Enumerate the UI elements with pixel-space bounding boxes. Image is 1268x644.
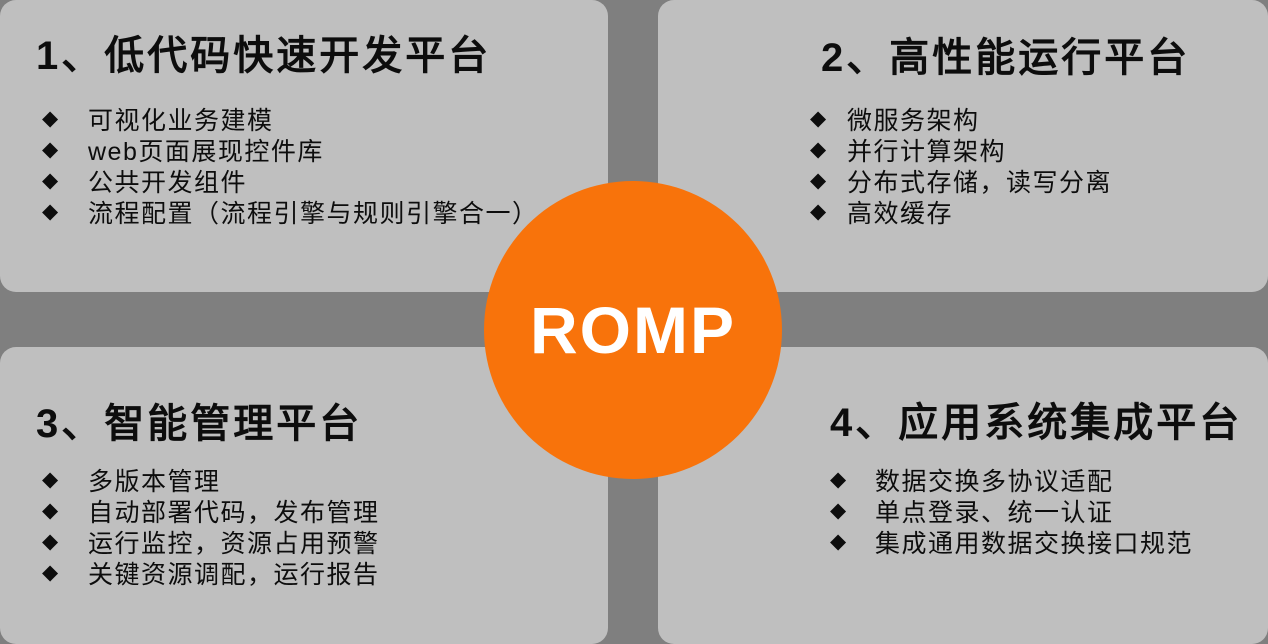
diamond-bullet-icon: ◆	[810, 169, 828, 192]
bullet-label: 微服务架构	[847, 106, 980, 135]
diamond-bullet-icon: ◆	[42, 499, 60, 522]
list-item: ◆ 关键资源调配，运行报告	[42, 557, 380, 589]
list-item: ◆ web页面展现控件库	[42, 134, 539, 166]
panel-title: 4、应用系统集成平台	[830, 401, 1243, 445]
bullet-label: 集成通用数据交换接口规范	[875, 529, 1194, 558]
bullet-label: 数据交换多协议适配	[875, 467, 1114, 496]
bullet-label: 并行计算架构	[847, 137, 1007, 166]
diamond-bullet-icon: ◆	[810, 138, 828, 161]
diamond-bullet-icon: ◆	[42, 107, 60, 130]
bullet-list: ◆ 微服务架构 ◆ 并行计算架构 ◆ 分布式存储，读写分离 ◆ 高效缓存	[810, 103, 1113, 228]
list-item: ◆ 公共开发组件	[42, 165, 539, 197]
bullet-label: 关键资源调配，运行报告	[88, 560, 380, 589]
panel-high-performance-runtime: 2、高性能运行平台 ◆ 微服务架构 ◆ 并行计算架构 ◆ 分布式存储，读写分离 …	[658, 0, 1268, 292]
bullet-label: 多版本管理	[88, 467, 221, 496]
list-item: ◆ 高效缓存	[810, 196, 1112, 228]
list-item: ◆ 可视化业务建模	[42, 103, 539, 135]
diamond-bullet-icon: ◆	[810, 200, 828, 223]
panel-title: 2、高性能运行平台	[821, 36, 1191, 80]
bullet-list: ◆ 可视化业务建模 ◆ web页面展现控件库 ◆ 公共开发组件 ◆ 流程配置（流…	[42, 103, 539, 228]
diamond-bullet-icon: ◆	[830, 468, 848, 491]
bullet-label: 单点登录、统一认证	[875, 498, 1114, 527]
panel-application-integration: 4、应用系统集成平台 ◆ 数据交换多协议适配 ◆ 单点登录、统一认证 ◆ 集成通…	[658, 347, 1268, 644]
diamond-bullet-icon: ◆	[830, 530, 848, 553]
panel-title: 3、智能管理平台	[36, 402, 363, 446]
bullet-list: ◆ 多版本管理 ◆ 自动部署代码，发布管理 ◆ 运行监控，资源占用预警 ◆ 关键…	[42, 464, 380, 589]
diamond-bullet-icon: ◆	[42, 200, 60, 223]
list-item: ◆ 自动部署代码，发布管理	[42, 495, 380, 527]
list-item: ◆ 微服务架构	[810, 103, 1112, 135]
diamond-bullet-icon: ◆	[830, 499, 848, 522]
diamond-bullet-icon: ◆	[42, 138, 60, 161]
bullet-label: 流程配置（流程引擎与规则引擎合一）	[88, 199, 539, 228]
panel-low-code-development: 1、低代码快速开发平台 ◆ 可视化业务建模 ◆ web页面展现控件库 ◆ 公共开…	[0, 0, 608, 292]
bullet-label: 自动部署代码，发布管理	[88, 498, 380, 527]
list-item: ◆ 运行监控，资源占用预警	[42, 526, 380, 558]
diamond-bullet-icon: ◆	[42, 468, 60, 491]
list-item: ◆ 集成通用数据交换接口规范	[830, 526, 1194, 558]
romp-label: ROMP	[530, 293, 736, 367]
diamond-bullet-icon: ◆	[42, 561, 60, 584]
romp-center-badge: ROMP	[484, 181, 782, 479]
bullet-label: 高效缓存	[847, 199, 954, 228]
diamond-bullet-icon: ◆	[42, 169, 60, 192]
diamond-bullet-icon: ◆	[42, 530, 60, 553]
bullet-label: 运行监控，资源占用预警	[88, 529, 380, 558]
list-item: ◆ 单点登录、统一认证	[830, 495, 1193, 527]
bullet-label: 公共开发组件	[88, 168, 248, 197]
panel-title: 1、低代码快速开发平台	[36, 34, 492, 78]
bullet-label: 可视化业务建模	[88, 106, 274, 135]
list-item: ◆ 多版本管理	[42, 464, 380, 496]
list-item: ◆ 并行计算架构	[810, 134, 1112, 166]
bullet-label: 分布式存储，读写分离	[847, 168, 1113, 197]
list-item: ◆ 数据交换多协议适配	[830, 464, 1193, 496]
diamond-bullet-icon: ◆	[810, 107, 828, 130]
bullet-label: web页面展现控件库	[88, 137, 324, 166]
list-item: ◆ 流程配置（流程引擎与规则引擎合一）	[42, 196, 539, 228]
list-item: ◆ 分布式存储，读写分离	[810, 165, 1113, 197]
bullet-list: ◆ 数据交换多协议适配 ◆ 单点登录、统一认证 ◆ 集成通用数据交换接口规范	[830, 464, 1194, 558]
